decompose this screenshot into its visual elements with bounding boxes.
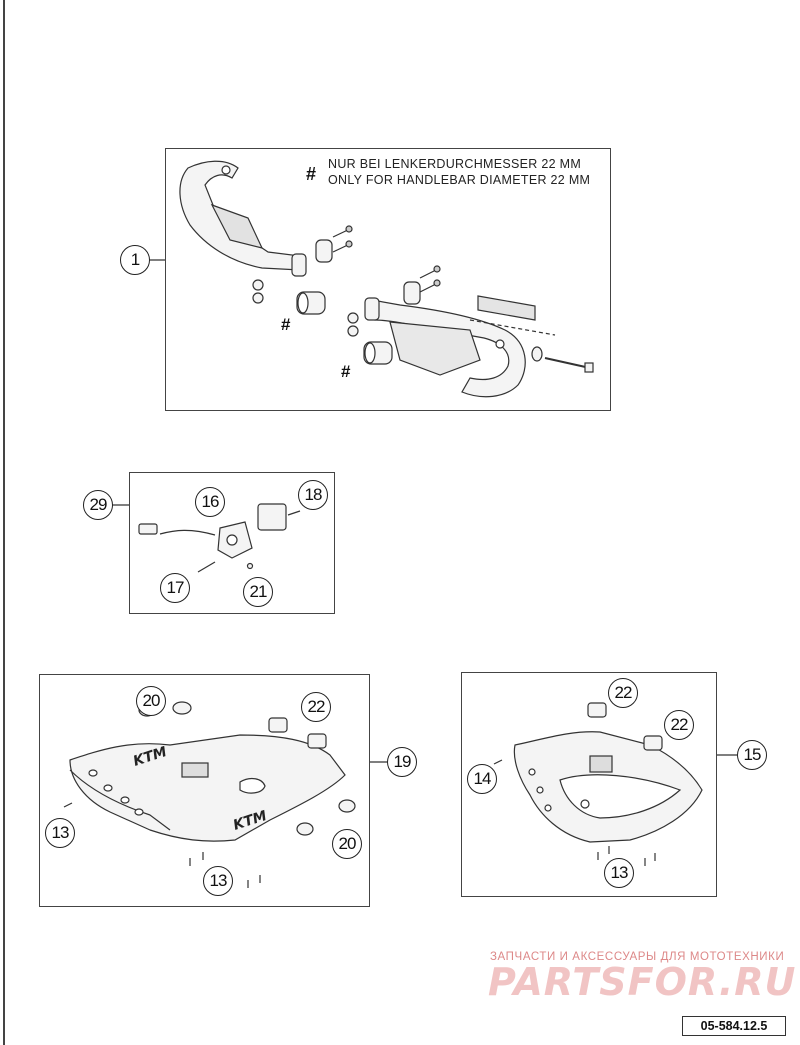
rubber-20-c: [338, 799, 356, 813]
panel-handguards: [165, 148, 611, 411]
skid-plate-slot: [239, 777, 266, 794]
note-line-en: ONLY FOR HANDLEBAR DIAMETER 22 MM: [328, 173, 591, 187]
hash-marker-left: #: [281, 315, 291, 334]
clamp-left-2: [315, 239, 333, 263]
spacer-left-end: [297, 292, 309, 314]
nut-right-1: [347, 312, 359, 324]
watermark-tagline: ЗАПЧАСТИ И АКСЕССУАРЫ ДЛЯ МОТОТЕХНИКИ: [490, 951, 785, 963]
hash-marker-right: #: [341, 362, 351, 381]
bolt-head-right-2: [433, 279, 441, 287]
long-bolt: [544, 357, 591, 369]
switch-bore: [226, 534, 238, 546]
bracket-22-c: [587, 702, 607, 718]
callout-22-guard-top: 22: [608, 678, 638, 708]
callout-22-guard-right: 22: [664, 710, 694, 740]
callout-13-skid: 13: [203, 866, 233, 896]
bolt-head-left-1: [345, 225, 353, 233]
engine-guard-inner: [559, 774, 682, 819]
nut-right-2: [347, 325, 359, 337]
nut-left-1: [252, 279, 264, 291]
handlebar-dashed: [469, 319, 556, 336]
page-left-border: [3, 0, 5, 1045]
callout-16: 16: [195, 487, 225, 517]
callout-20-bottom: 20: [332, 829, 362, 859]
callout-21: 21: [243, 577, 273, 607]
switch-cable: [159, 529, 216, 536]
screw-17: [197, 561, 216, 573]
switch-connector: [138, 523, 158, 535]
washer: [531, 346, 543, 362]
handlebar-end: [477, 295, 536, 321]
bolt-head-right-1: [433, 265, 441, 273]
handguard-left-shade: [210, 203, 264, 249]
clamp-left-1: [291, 253, 307, 277]
note-hash-symbol: #: [306, 164, 317, 184]
bracket-22-d: [643, 735, 663, 751]
engine-guard-mount: [589, 755, 613, 773]
callout-20-top: 20: [136, 686, 166, 716]
rubber-20-d: [296, 822, 314, 836]
watermark-logo: PARTSFOR.RU: [488, 960, 797, 1004]
spacer-right-end: [364, 342, 376, 364]
reference-code: 05-584.12.5: [682, 1016, 786, 1036]
long-bolt-head: [584, 362, 594, 373]
screw-13-a: [63, 802, 73, 808]
callout-1: 1: [120, 245, 150, 275]
bolt-head-left-2: [345, 240, 353, 248]
nut-left-2: [252, 292, 264, 304]
switch-button-block: [257, 503, 287, 531]
handlebar-note: NUR BEI LENKERDURCHMESSER 22 MM ONLY FOR…: [328, 156, 590, 188]
bracket-22-b: [307, 733, 327, 749]
skid-plate-rib: [69, 769, 171, 831]
callout-29: 29: [83, 490, 113, 520]
callout-15: 15: [737, 740, 767, 770]
skid-plate-mount: [181, 762, 209, 778]
callout-19: 19: [387, 747, 417, 777]
screw-18: [287, 510, 301, 516]
callout-13-left: 13: [45, 818, 75, 848]
clamp-right-2: [403, 281, 421, 305]
note-line-de: NUR BEI LENKERDURCHMESSER 22 MM: [328, 157, 582, 171]
bracket-22-a: [268, 717, 288, 733]
handguard-right-hole: [495, 339, 505, 349]
nut-21: [246, 562, 254, 570]
callout-18: 18: [298, 480, 328, 510]
callout-17: 17: [160, 573, 190, 603]
rubber-20-b: [172, 701, 192, 715]
handguard-right-shade: [389, 321, 481, 376]
screw-14: [493, 759, 503, 765]
clamp-right-1: [364, 297, 380, 321]
callout-14: 14: [467, 764, 497, 794]
callout-13-guard: 13: [604, 858, 634, 888]
callout-22-skid: 22: [301, 692, 331, 722]
handguard-left-hole: [221, 165, 231, 175]
